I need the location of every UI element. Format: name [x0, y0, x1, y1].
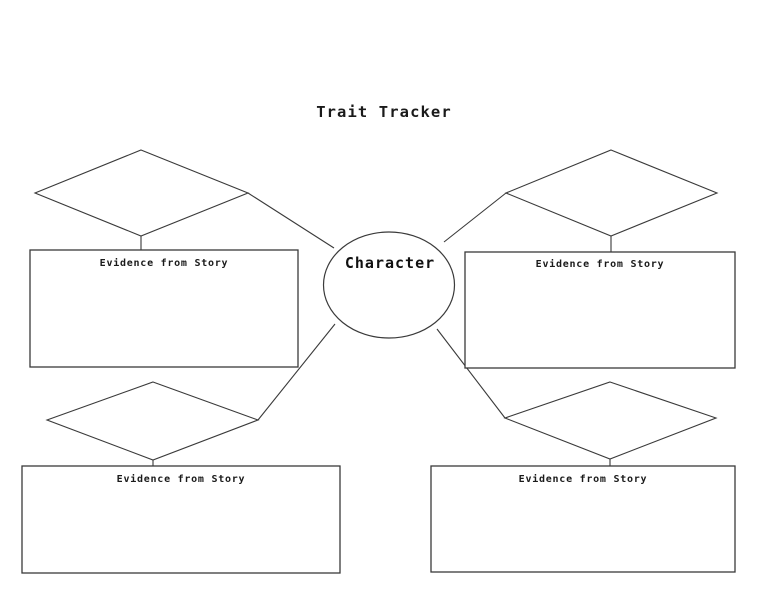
connector-line-trait-bottom-right-to-center	[436, 328, 506, 419]
evidence-box-bottom-left[interactable]	[21, 465, 341, 574]
trait-diamond-top-right[interactable]	[504, 149, 719, 237]
trait-label-top-left[interactable]	[96, 176, 186, 210]
evidence-box-top-right[interactable]	[464, 251, 736, 369]
evidence-writing-area-top-right[interactable]	[466, 274, 734, 367]
evidence-box-top-left[interactable]	[29, 249, 299, 368]
trait-diamond-bottom-left[interactable]	[45, 381, 260, 461]
evidence-writing-area-top-left[interactable]	[31, 272, 297, 366]
character-label: Character	[344, 254, 436, 272]
evidence-writing-area-bottom-left[interactable]	[23, 489, 339, 572]
trait-label-bottom-right[interactable]	[565, 403, 655, 437]
evidence-label-bottom-left: Evidence from Story	[116, 474, 246, 485]
page-title: Trait Tracker	[316, 103, 452, 121]
character-ellipse[interactable]	[322, 231, 456, 339]
connector-line-trait-top-right-to-center	[443, 192, 507, 243]
trait-label-bottom-left[interactable]	[108, 404, 198, 438]
trait-label-top-right[interactable]	[566, 176, 656, 210]
evidence-box-bottom-right[interactable]	[430, 465, 736, 573]
evidence-label-top-left: Evidence from Story	[99, 258, 229, 269]
evidence-writing-area-bottom-right[interactable]	[432, 489, 734, 571]
connector-line-trait-top-left-to-center	[247, 192, 335, 249]
evidence-label-bottom-right: Evidence from Story	[518, 474, 648, 485]
evidence-label-top-right: Evidence from Story	[535, 259, 665, 270]
trait-diamond-top-left[interactable]	[33, 149, 250, 237]
trait-diamond-bottom-right[interactable]	[503, 381, 718, 460]
connector-line-trait-bottom-left-to-center	[257, 323, 336, 421]
